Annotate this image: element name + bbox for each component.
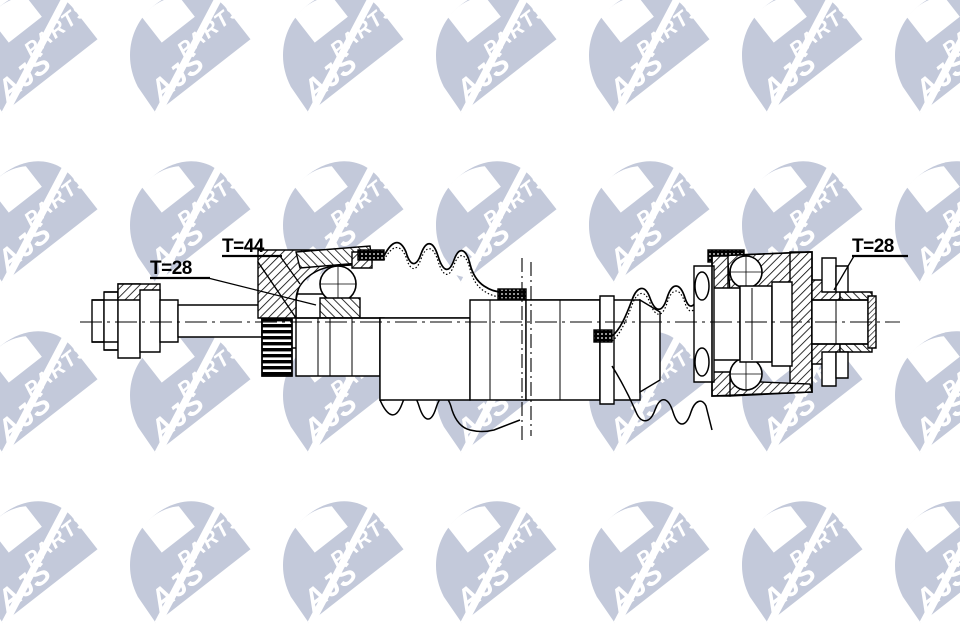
interconnect-shaft bbox=[379, 295, 661, 405]
inner-cv-joint bbox=[693, 251, 813, 397]
left-stub-nut bbox=[91, 283, 179, 359]
label-middle-spline-count: T=44 bbox=[222, 236, 265, 257]
label-right-spline-count: T=28 bbox=[852, 236, 894, 257]
label-left-spline-count: T=28 bbox=[150, 258, 192, 279]
abs-tone-ring bbox=[261, 317, 293, 377]
